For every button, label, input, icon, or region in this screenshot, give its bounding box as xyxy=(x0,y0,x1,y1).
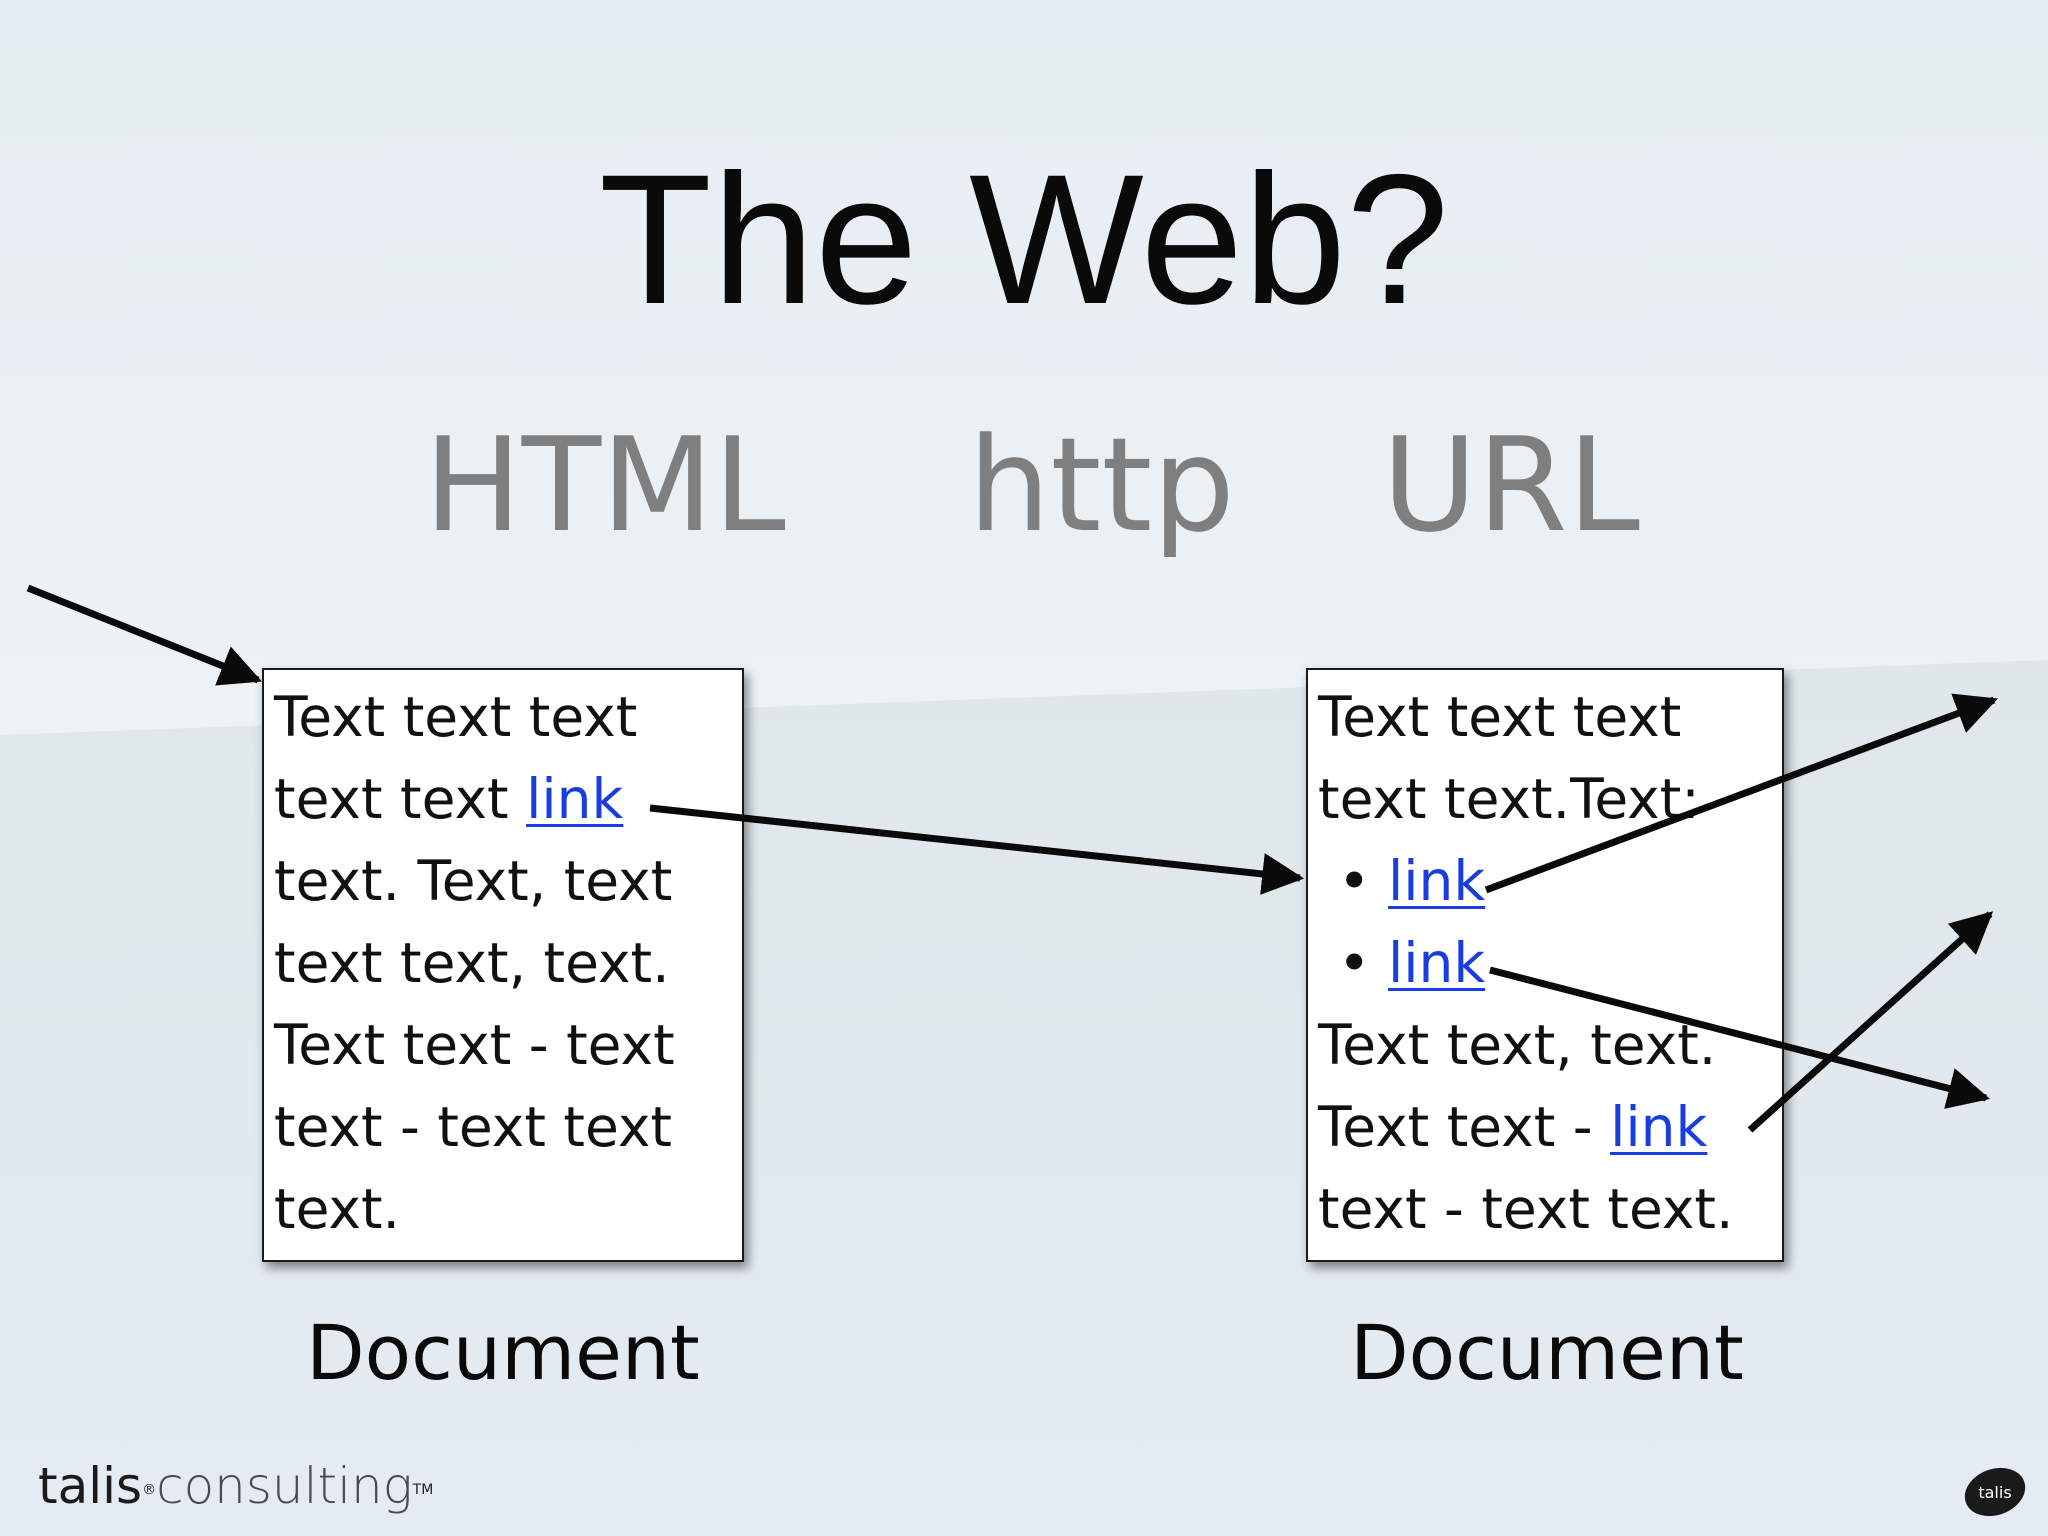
document-left: Text text text text text link text. Text… xyxy=(262,668,744,1262)
document-right: Text text text text text.Text: • link • … xyxy=(1306,668,1784,1262)
trademark-mark: TM xyxy=(412,1482,434,1498)
brand-suffix: consulting xyxy=(156,1457,413,1515)
doc-left-link[interactable]: link xyxy=(526,767,624,831)
keyword-url: URL xyxy=(1382,409,1640,561)
doc-left-text: text. xyxy=(274,1177,401,1241)
brand-logo: talis®consultingTM xyxy=(38,1456,433,1516)
doc-left-line-6: text - text text xyxy=(274,1086,742,1168)
doc-right-bullet-1: • link xyxy=(1318,840,1782,922)
bullet-dot: • xyxy=(1338,849,1371,913)
doc-left-line-1: Text text text xyxy=(274,676,742,758)
doc-right-line-1: Text text text xyxy=(1318,685,1682,749)
talis-badge-icon: talis xyxy=(1964,1467,2026,1517)
doc-left-line-4: text text, text. xyxy=(274,922,742,1004)
doc-left-text: text - text text xyxy=(274,1095,672,1159)
slide-title: The Web? xyxy=(598,137,1450,343)
doc-left-line-2: text text link xyxy=(274,758,742,840)
doc-left-line-3: text. Text, text xyxy=(274,840,742,922)
document-right-caption: Document xyxy=(1350,1308,1744,1397)
keyword-html: HTML xyxy=(424,409,786,561)
doc-right-line-7: text - text text. xyxy=(1318,1177,1734,1241)
doc-right-line-6: Text text - link xyxy=(1318,1086,1782,1168)
doc-right-bullet-2: • link xyxy=(1318,922,1782,1004)
doc-left-line-5: Text text - text xyxy=(274,1004,742,1086)
doc-left-line-7: text. xyxy=(274,1168,742,1250)
doc-right-link-2[interactable]: link xyxy=(1387,931,1486,995)
doc-left-text: text. Text, text xyxy=(274,849,673,913)
doc-right-link-1[interactable]: link xyxy=(1387,849,1486,913)
keyword-http: http xyxy=(968,409,1235,561)
bullet-dot: • xyxy=(1338,931,1371,995)
doc-right-link-3[interactable]: link xyxy=(1610,1095,1708,1159)
doc-left-text: Text text - text xyxy=(274,1013,675,1077)
badge-text: talis xyxy=(1978,1483,2011,1502)
registered-mark: ® xyxy=(142,1482,157,1498)
doc-right-line-5: Text text, text. xyxy=(1318,1013,1717,1077)
brand-name: talis xyxy=(38,1457,143,1515)
doc-left-text: Text text text xyxy=(274,685,638,749)
doc-right-line-2: text text.Text: xyxy=(1318,767,1700,831)
document-left-caption: Document xyxy=(306,1308,700,1397)
doc-right-text: Text text - xyxy=(1318,1095,1611,1159)
doc-left-text: text text, text. xyxy=(274,931,670,995)
doc-left-text: text text xyxy=(274,767,527,831)
